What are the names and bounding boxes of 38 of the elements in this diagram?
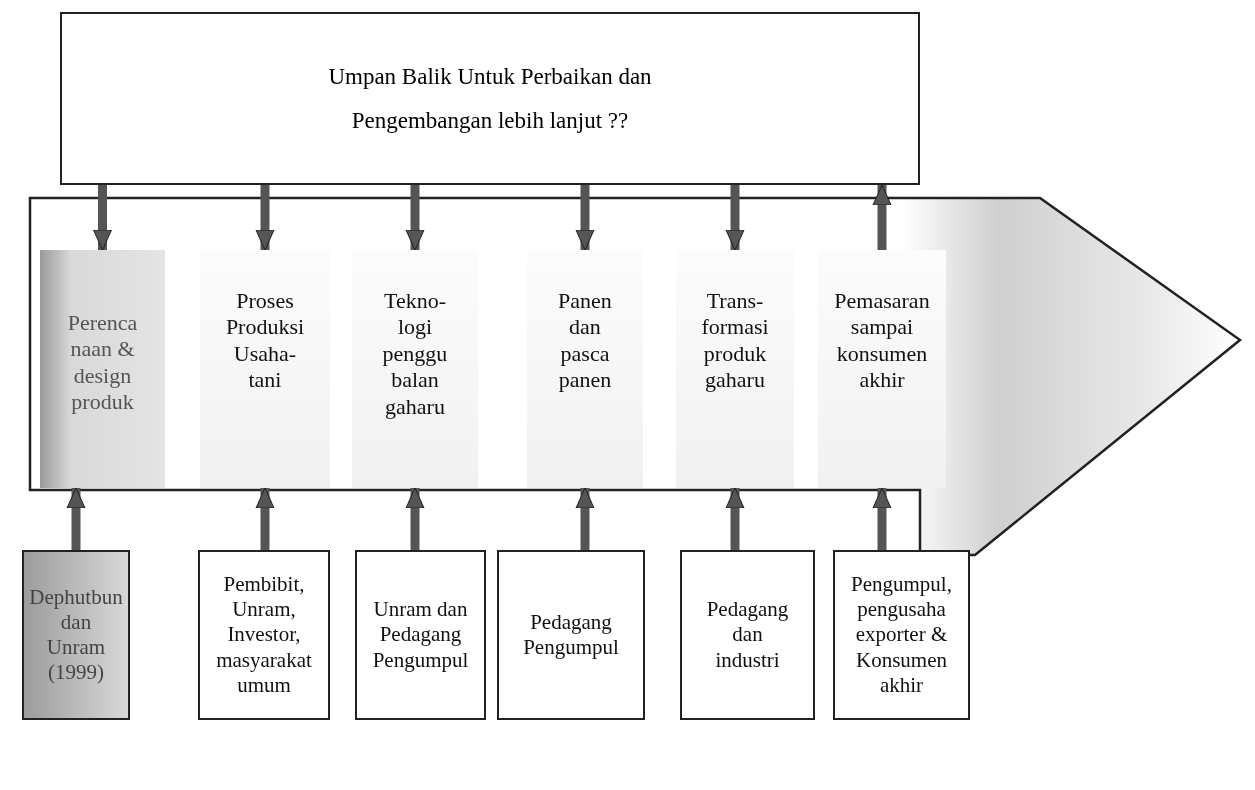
block-arrow [872, 184, 892, 250]
node-text: Pengumpul, pengusaha exporter & Konsumen akhir [851, 572, 952, 698]
node-text: Tekno- logi penggu balan gaharu [382, 288, 448, 420]
node-text: Pedagang dan industri [706, 597, 789, 673]
node-text: Proses Produksi Usaha- tani [225, 288, 305, 394]
node-text: Trans- formasi produk gaharu [701, 288, 769, 394]
actor-box [833, 550, 970, 720]
block-arrow [872, 487, 892, 550]
block-arrow [725, 185, 745, 251]
stage-label [818, 250, 946, 488]
actor-box [355, 550, 486, 720]
block-arrow [66, 487, 86, 550]
actor-box [22, 550, 130, 720]
block-arrow [575, 185, 595, 251]
node-text: Umpan Balik Untuk Perbaikan dan Pengembangan lebih lanjut ?? [327, 62, 653, 135]
node-text: Dephutbun dan Unram (1999) [29, 584, 123, 686]
block-arrow [405, 185, 425, 251]
node-text: Pedagang Pengumpul [523, 609, 619, 661]
node-text: Perenca naan & design produk [66, 310, 139, 416]
block-arrow [725, 487, 745, 550]
block-arrow [255, 487, 275, 550]
stage-label [527, 250, 643, 488]
node-text: Pemasaran sampai konsumen akhir [834, 288, 930, 394]
node-text: Pembibit, Unram, Investor, masyarakat umum [216, 572, 312, 698]
actor-box [198, 550, 330, 720]
node-text: Unram dan Pedagang Pengumpul [372, 597, 469, 673]
shaded-stage-box [40, 250, 165, 488]
stage-label [676, 250, 794, 488]
stage-label [352, 250, 478, 488]
block-arrow [405, 487, 425, 550]
block-arrow [575, 487, 595, 550]
block-arrow [255, 185, 275, 251]
feedback-box [60, 12, 920, 185]
block-arrow [93, 185, 112, 251]
actor-box [680, 550, 815, 720]
actor-box [497, 550, 645, 720]
node-text: Panen dan pasca panen [558, 288, 612, 394]
stage-label [200, 250, 330, 488]
